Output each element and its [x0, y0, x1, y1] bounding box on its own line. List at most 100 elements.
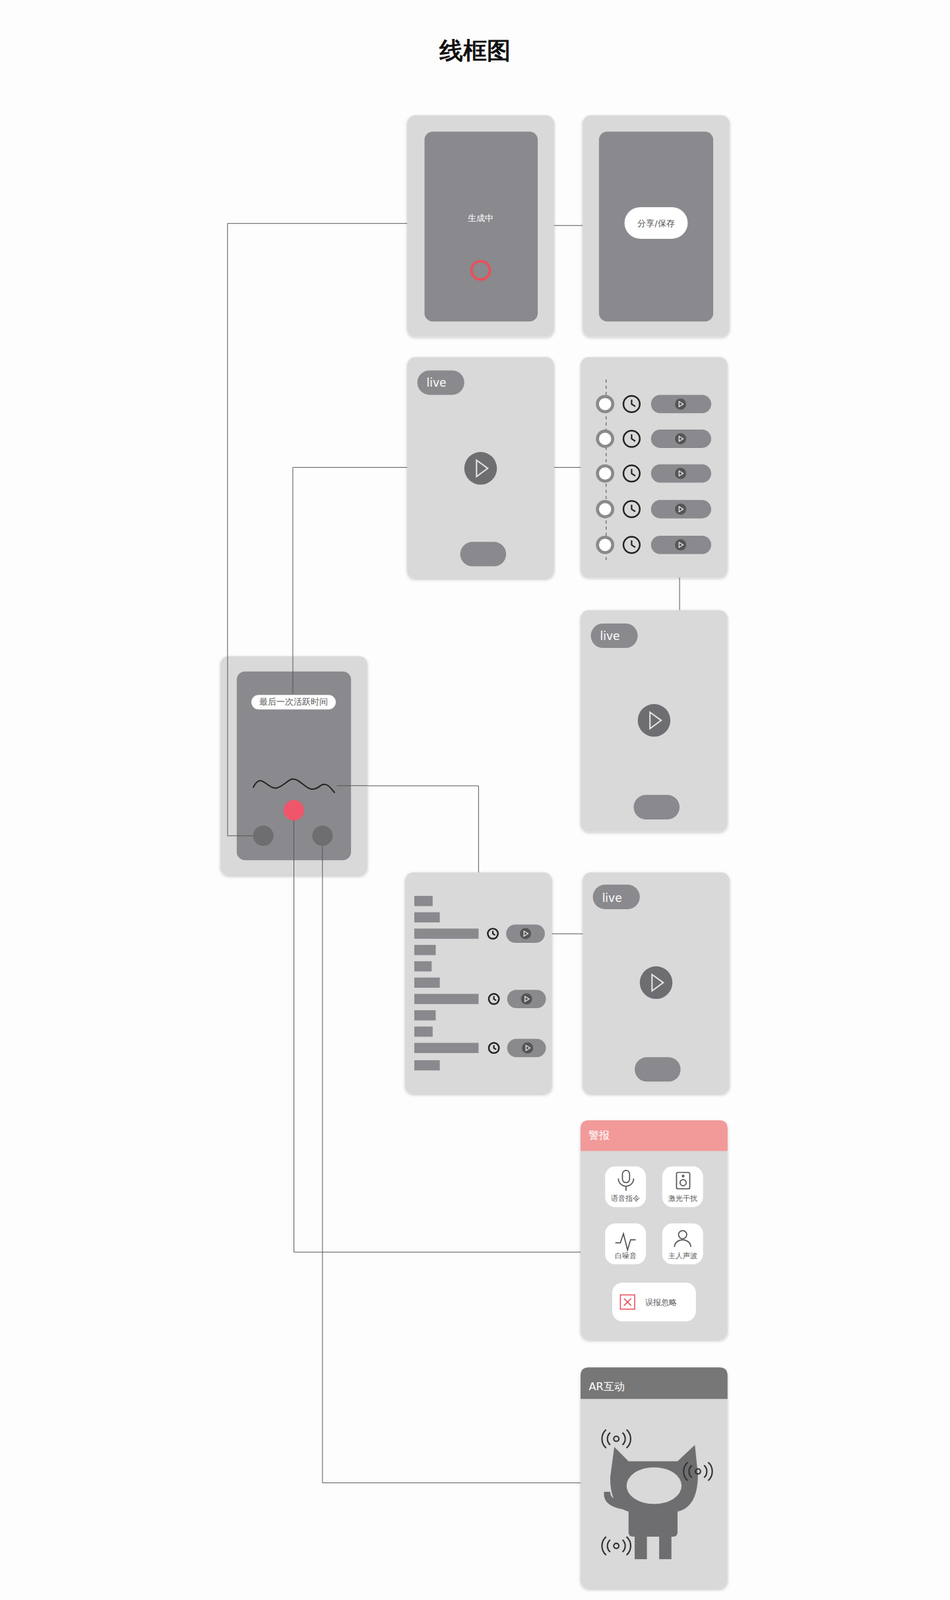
play-dot	[674, 398, 687, 410]
list-bar	[414, 944, 436, 955]
connector	[552, 933, 583, 935]
connector	[679, 577, 681, 611]
node-label: 生成中	[467, 213, 494, 224]
clock-icon	[623, 465, 640, 482]
list-bar	[414, 1043, 479, 1053]
phone-screen	[580, 356, 728, 578]
play-pill	[651, 464, 712, 483]
clock-hand	[631, 504, 636, 512]
play-pill	[506, 924, 545, 943]
grey-dot	[312, 825, 333, 846]
action-button: 语音指令	[604, 1166, 646, 1208]
list-bar	[414, 895, 433, 906]
clock-icon	[623, 536, 640, 553]
node-label: 误报忽略	[645, 1297, 677, 1307]
connector	[322, 875, 581, 1483]
play-pill	[651, 535, 712, 555]
play-dot	[521, 993, 533, 1005]
clock-hand	[492, 930, 495, 936]
clock-hand	[631, 399, 636, 408]
grey-dot	[253, 825, 274, 846]
clock-icon	[623, 500, 640, 518]
main-phone	[220, 655, 368, 876]
play-dot	[674, 538, 687, 551]
play-dot	[674, 467, 687, 479]
clock-hand	[631, 540, 636, 548]
node-label: 最后一次活跃时间	[251, 694, 336, 710]
signal-icon	[601, 1429, 712, 1555]
timeline-dot	[597, 537, 613, 553]
clock-hand	[631, 434, 636, 442]
ar-phone	[580, 1366, 728, 1589]
list-bar	[414, 912, 441, 923]
clock-hand	[494, 1045, 497, 1050]
live-phone	[582, 872, 730, 1094]
node-label: live	[593, 888, 632, 908]
list-bar	[414, 1060, 441, 1071]
play-icon	[678, 436, 683, 442]
node-label: AR互动	[588, 1380, 625, 1393]
clock-hand	[631, 469, 636, 477]
wave	[253, 779, 336, 793]
live-phone	[407, 356, 555, 579]
play-pill	[651, 429, 712, 448]
phone-screen: 分享/保存	[582, 115, 730, 338]
list-bar	[414, 961, 432, 972]
action-button: 误报忽略	[612, 1282, 697, 1322]
action-button: 激光干扰	[662, 1166, 704, 1208]
list-phone	[405, 872, 553, 1094]
play-dot	[519, 928, 532, 940]
cat-figure	[603, 1444, 698, 1559]
clock-icon	[623, 430, 640, 448]
phone-screen: 警报语音指令 激光干扰白噪音主人声波误报忽略	[580, 1120, 728, 1340]
play-icon	[678, 471, 683, 477]
node-label: 分享/保存	[637, 218, 675, 229]
page-title: 线框图	[439, 34, 511, 68]
clock-icon	[623, 395, 640, 413]
connector-stubs	[227, 655, 368, 876]
play-icon	[678, 506, 683, 512]
play-pill	[651, 500, 712, 519]
play-icon	[523, 930, 528, 937]
clock-hand	[494, 996, 497, 1001]
phone-screen: 最后一次活跃时间	[220, 656, 368, 877]
connector	[292, 467, 408, 656]
action-button: 白噪音	[604, 1223, 646, 1265]
timeline-dot	[597, 465, 613, 481]
play-dot	[674, 433, 687, 445]
node-label: live	[417, 373, 456, 392]
clock-icon	[488, 993, 499, 1004]
play-icon	[678, 401, 683, 408]
list-bar	[414, 993, 479, 1004]
connector	[554, 467, 581, 468]
node-label: 激光干扰	[668, 1194, 698, 1204]
node-label: 警报	[588, 1129, 610, 1142]
timeline-dot	[597, 396, 613, 412]
connector	[554, 224, 583, 226]
connector	[367, 785, 479, 873]
phone-screen: live	[582, 872, 730, 1094]
play-pill	[651, 395, 712, 414]
play-icon	[525, 996, 530, 1002]
action-button: 主人声波	[662, 1223, 704, 1265]
list-bar	[414, 1010, 436, 1020]
phone-screen: live	[407, 356, 555, 579]
play-dot	[674, 503, 687, 515]
clock-icon	[487, 928, 498, 939]
play-pill	[507, 1038, 547, 1057]
list-bar	[414, 1026, 433, 1037]
play-icon	[678, 542, 683, 548]
clock-icon	[488, 1043, 499, 1053]
node-label: 语音指令	[610, 1194, 640, 1204]
play-icon	[525, 1045, 530, 1051]
connector	[294, 875, 582, 1253]
play-pill	[507, 989, 547, 1009]
connector	[227, 223, 408, 657]
timeline-phone	[580, 356, 728, 578]
list-bar	[414, 977, 441, 988]
generating-phone	[407, 115, 555, 338]
record-dot	[283, 800, 305, 821]
alarm-phone	[580, 1120, 728, 1340]
